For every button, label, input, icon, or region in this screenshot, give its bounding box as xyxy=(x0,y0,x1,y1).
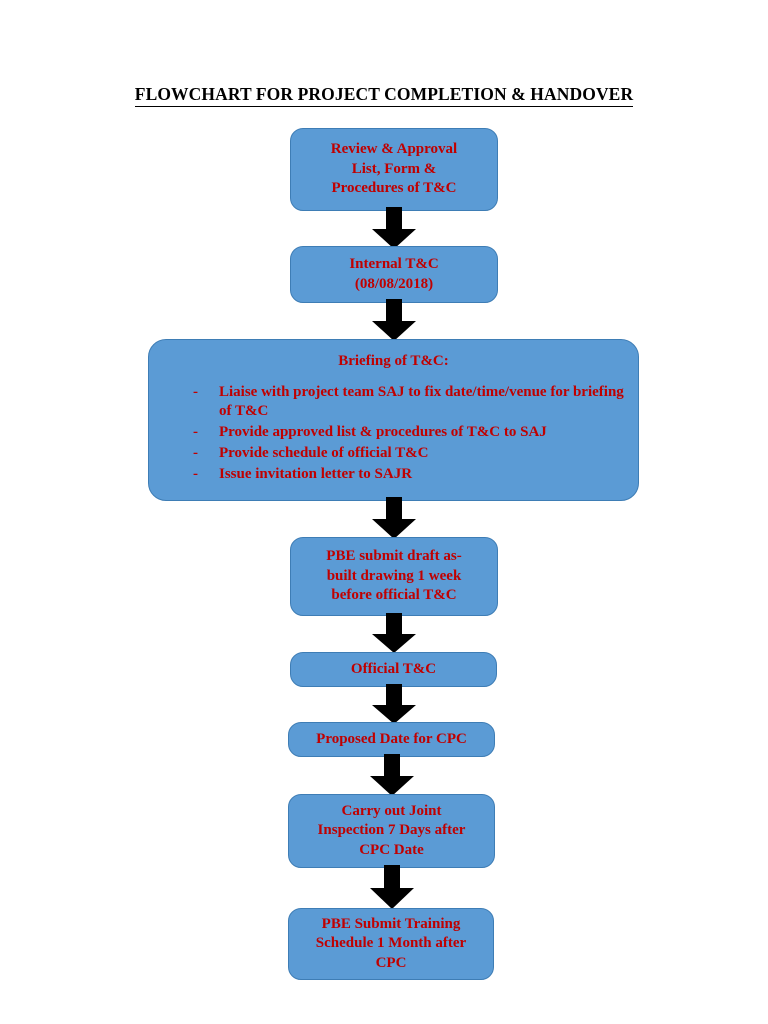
flow-node-line: List, Form & xyxy=(351,160,437,177)
list-item-label: Provide approved list & procedures of T&… xyxy=(219,424,547,441)
page-title-text: FLOWCHART FOR PROJECT COMPLETION & HANDO… xyxy=(134,84,634,107)
flow-arrow-down xyxy=(372,207,416,249)
flow-node-line: Carry out Joint xyxy=(341,802,442,819)
flow-node-line: PBE submit draft as- xyxy=(326,548,462,565)
flow-node-proposed-date-cpc[interactable]: Proposed Date for CPC xyxy=(288,722,495,757)
flow-node-line: CPC Date xyxy=(359,841,424,858)
flow-arrow-down xyxy=(372,299,416,341)
flow-node-line: Procedures of T&C xyxy=(331,180,457,197)
flow-node-line: Review & Approval xyxy=(330,141,458,158)
bullet-dash-marker: - xyxy=(193,465,198,482)
flow-arrow-down xyxy=(372,684,416,724)
flow-node-review-approval[interactable]: Review & Approval List, Form & Procedure… xyxy=(290,128,498,211)
flow-node-joint-inspection[interactable]: Carry out Joint Inspection 7 Days after … xyxy=(288,794,495,868)
list-item: - Provide approved list & procedures of … xyxy=(193,423,628,443)
flow-node-line: before official T&C xyxy=(331,587,457,604)
flow-node-bullet-list: - Liaise with project team SAJ to fix da… xyxy=(159,383,628,486)
page-title: FLOWCHART FOR PROJECT COMPLETION & HANDO… xyxy=(0,84,768,107)
flow-node-line: Schedule 1 Month after xyxy=(315,935,467,952)
flow-arrow-down xyxy=(372,613,416,653)
list-item: - Issue invitation letter to SAJR xyxy=(193,465,628,485)
bullet-dash-marker: - xyxy=(193,424,198,441)
flow-node-briefing-of-tc[interactable]: Briefing of T&C: - Liaise with project t… xyxy=(148,339,639,501)
flow-node-line: Internal T&C xyxy=(349,256,439,272)
flow-node-line: Proposed Date for CPC xyxy=(316,730,467,747)
flow-node-line: PBE Submit Training xyxy=(321,915,461,932)
flow-arrow-down xyxy=(370,754,414,796)
flow-node-line: (08/08/2018) xyxy=(354,275,434,292)
list-item-label: Provide schedule of official T&C xyxy=(219,444,429,461)
flow-node-heading: Briefing of T&C: xyxy=(338,353,449,369)
list-item-label: Issue invitation letter to SAJR xyxy=(219,465,413,482)
list-item-label: Liaise with project team SAJ to fix date… xyxy=(219,383,624,420)
flow-arrow-down xyxy=(372,497,416,539)
flow-node-line: Inspection 7 Days after xyxy=(317,822,466,839)
list-item: - Provide schedule of official T&C xyxy=(193,444,628,464)
flow-node-official-tc[interactable]: Official T&C xyxy=(290,652,497,687)
flow-node-line: built drawing 1 week xyxy=(326,567,462,584)
bullet-dash-marker: - xyxy=(193,383,198,400)
bullet-dash-marker: - xyxy=(193,444,198,461)
list-item: - Liaise with project team SAJ to fix da… xyxy=(193,383,628,423)
flow-node-pbe-draft-asbuilt[interactable]: PBE submit draft as- built drawing 1 wee… xyxy=(290,537,498,616)
flow-node-line: CPC xyxy=(375,954,407,971)
flow-node-internal-tc[interactable]: Internal T&C (08/08/2018) xyxy=(290,246,498,303)
flow-node-pbe-training-schedule[interactable]: PBE Submit Training Schedule 1 Month aft… xyxy=(288,908,494,980)
flow-node-line: Official T&C xyxy=(350,660,437,677)
flow-arrow-down xyxy=(370,865,414,909)
